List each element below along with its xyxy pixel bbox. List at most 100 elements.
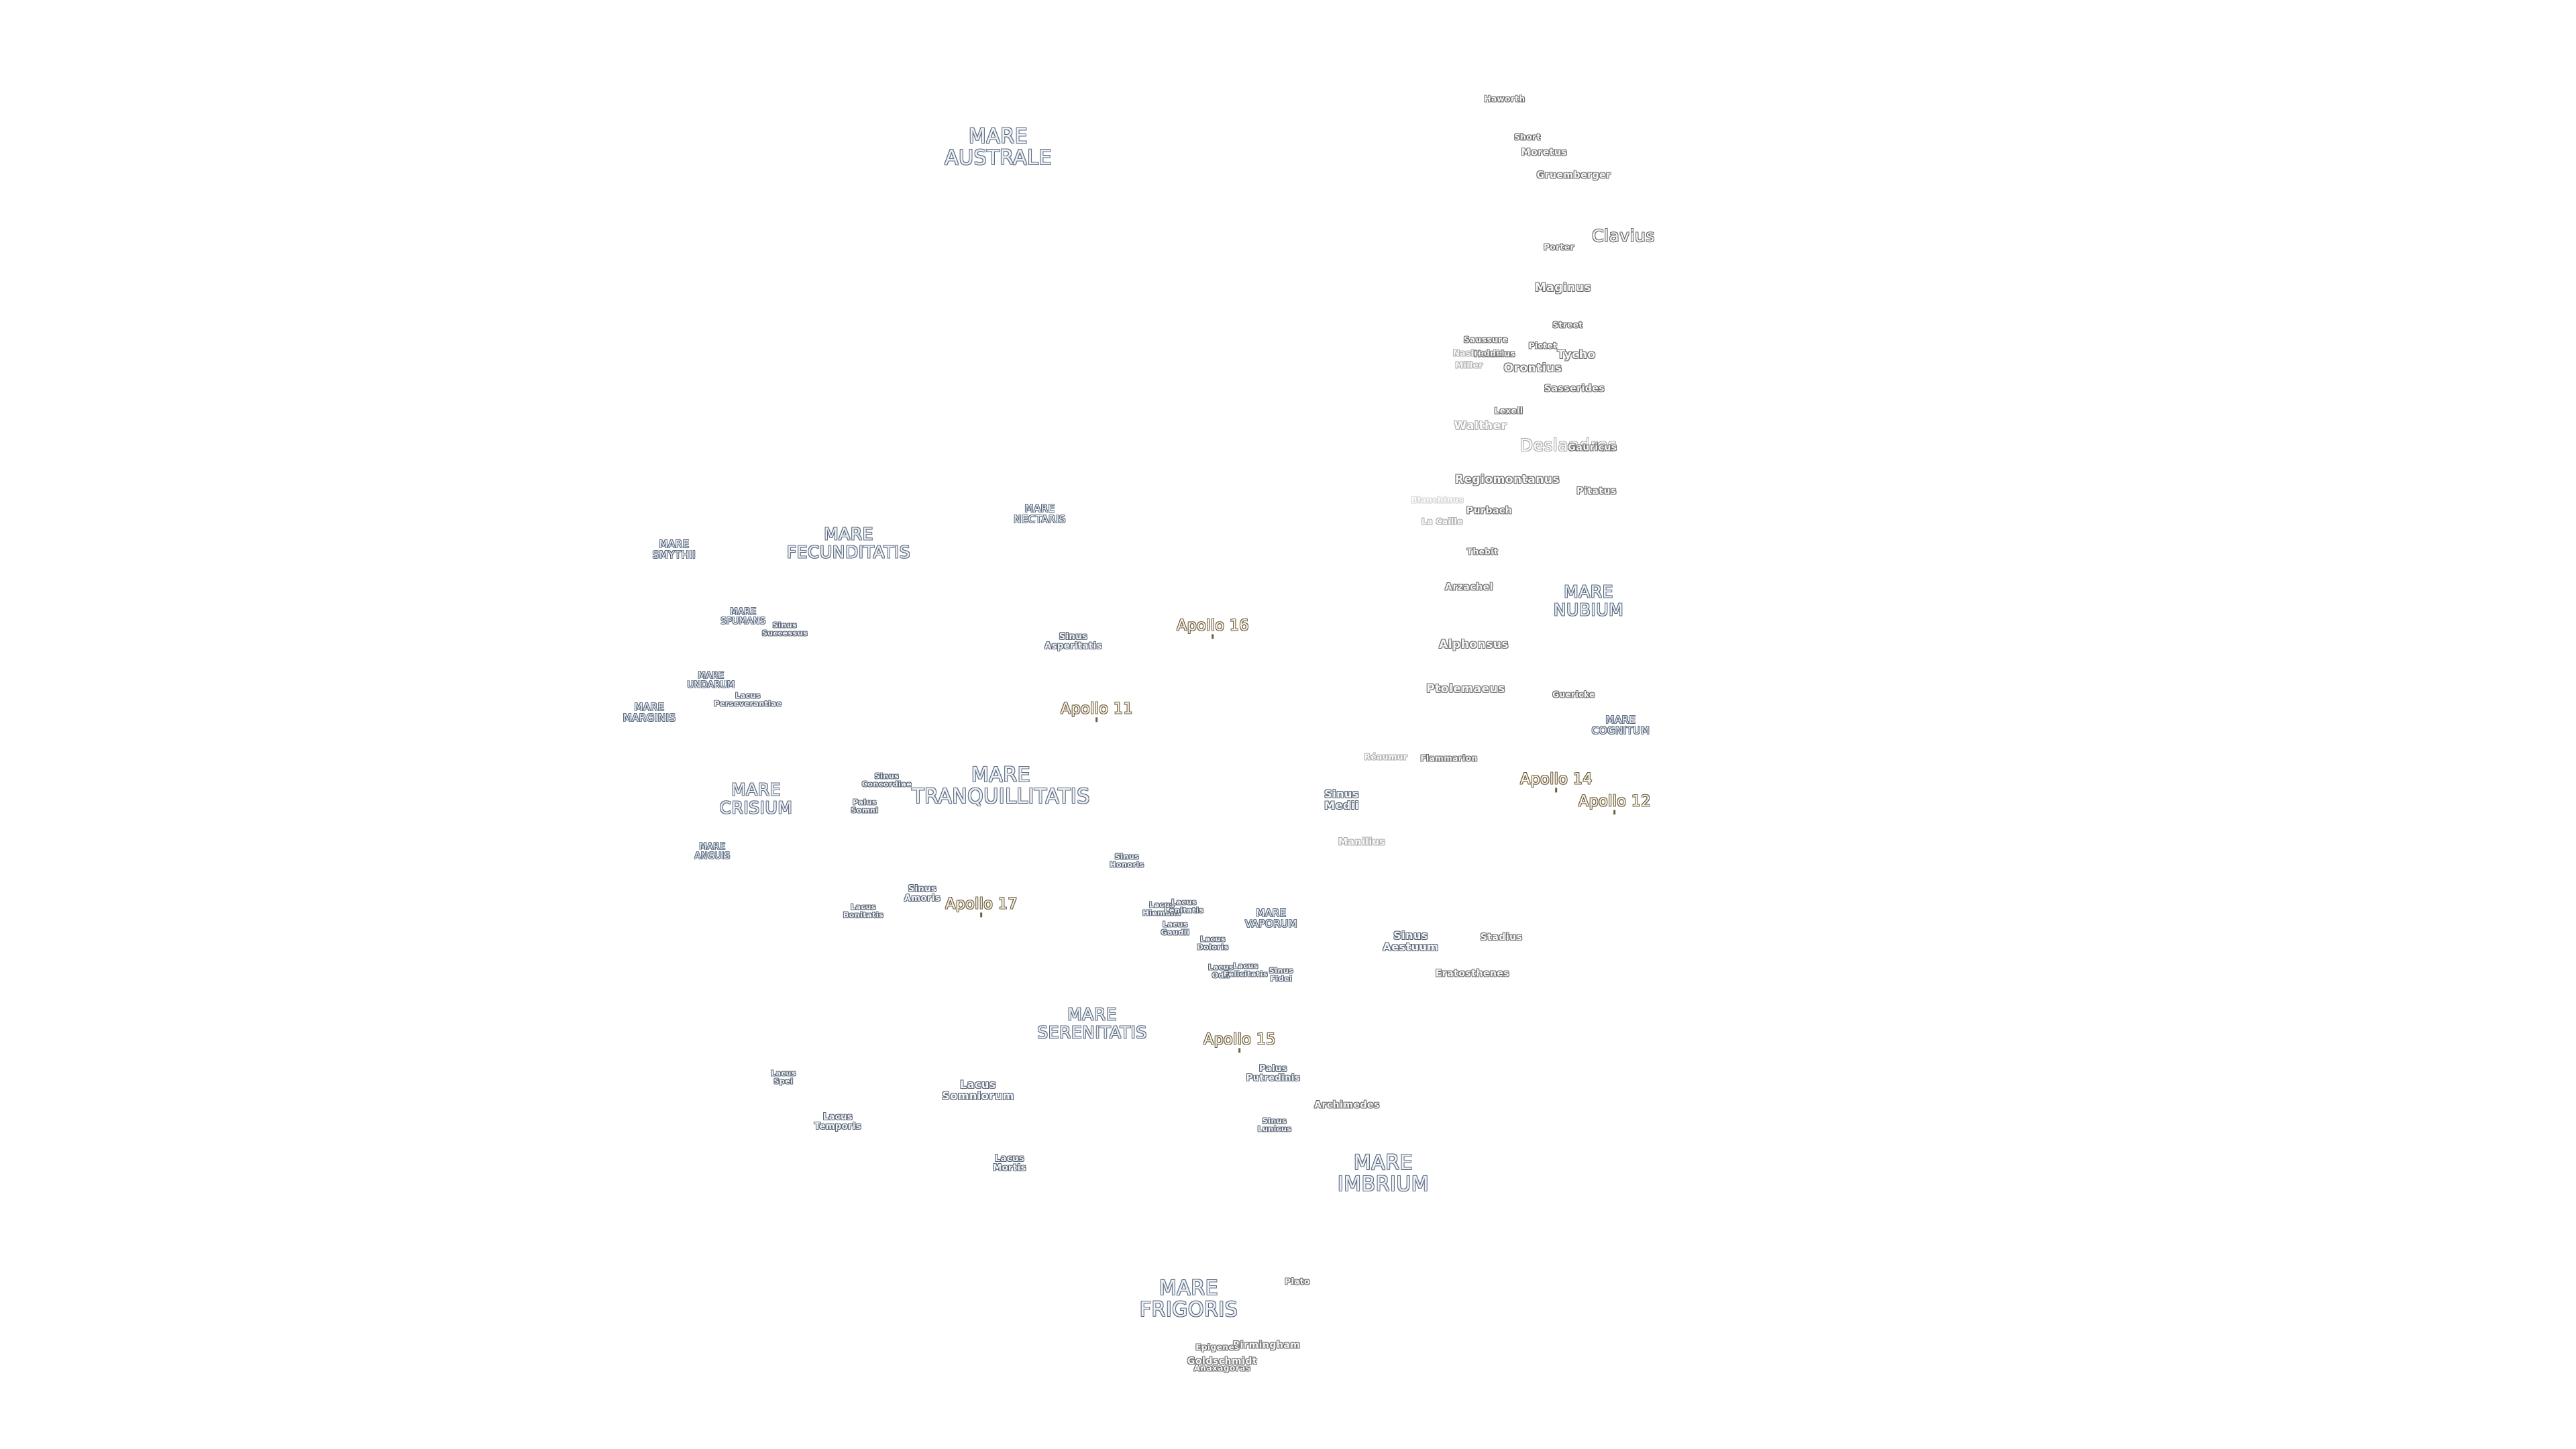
map-label-line: Somni xyxy=(851,806,879,814)
map-label-line: La Caille xyxy=(1421,517,1463,527)
map-label-line: UNDARUM xyxy=(687,680,735,690)
map-label-line: Mortis xyxy=(993,1163,1026,1173)
map-label-line: Perseverantiae xyxy=(714,699,782,708)
map-label-line: Goldschmidt xyxy=(1187,1356,1258,1367)
map-label-line: Birmingham xyxy=(1232,1340,1301,1351)
map-label-line: SERENITATIS xyxy=(1037,1022,1147,1042)
map-label-line: MARE xyxy=(824,524,873,544)
map-label-line: MARE xyxy=(1256,907,1287,920)
map-label-archimedes: Archimedes xyxy=(1314,1099,1380,1111)
map-label-walther: Walther xyxy=(1454,420,1507,432)
map-label-line: Lacus xyxy=(1149,900,1175,910)
map-label-line: FRIGORIS xyxy=(1139,1298,1238,1322)
map-label-line: Plato xyxy=(1285,1277,1310,1287)
map-label-sasserides: Sasserides xyxy=(1544,384,1605,394)
map-label-ptolemaeus: Ptolemaeus xyxy=(1426,683,1505,695)
map-label-line: CRISIUM xyxy=(719,798,793,817)
map-label-line: AUSTRALE xyxy=(945,146,1052,170)
map-label-line: Deslandres xyxy=(1519,435,1617,455)
map-label-line: MARE xyxy=(698,671,724,682)
map-label-line: Sasserides xyxy=(1544,383,1605,394)
map-label-line: MARE xyxy=(1024,502,1055,515)
map-label-line: Somniorum xyxy=(942,1089,1014,1102)
map-label-manilius: Manilius xyxy=(1338,837,1385,848)
map-label-line: Sinus xyxy=(772,621,798,630)
map-label-flammarion: Flammarion xyxy=(1420,753,1478,763)
map-label-stadius: Stadius xyxy=(1481,932,1523,943)
map-label-line: Sinus xyxy=(1269,966,1294,975)
map-label-r-aumur: Réaumur xyxy=(1364,753,1407,762)
map-label-line: SMYTHII xyxy=(652,549,696,561)
map-label-line: Pictet xyxy=(1528,341,1558,351)
map-label-line: Lacus xyxy=(1208,963,1234,972)
map-label-line: Archimedes xyxy=(1314,1099,1380,1111)
map-label-nasireddin: Nasireddin xyxy=(1453,349,1505,358)
map-label-line: Lexell xyxy=(1494,406,1523,416)
map-label-anaxagoras: Anaxagoras xyxy=(1194,1364,1251,1373)
map-label-line: Epigenes xyxy=(1195,1342,1240,1352)
map-label-line: Heinsius xyxy=(1474,349,1515,359)
map-label-blanchinus: Blanchinus xyxy=(1411,496,1464,505)
map-label-line: MARE xyxy=(1605,714,1636,727)
map-label-line: MARE xyxy=(634,701,665,714)
map-label-miller: Miller xyxy=(1455,361,1483,370)
map-label-deslandres: Deslandres xyxy=(1519,435,1617,455)
map-label-line: ANGUIS xyxy=(694,851,731,861)
map-label-line: Sinus xyxy=(1114,852,1140,861)
map-label-line: Sinus xyxy=(1324,788,1359,801)
map-label-line: MARE xyxy=(1159,1277,1219,1301)
map-label-guericke: Guericke xyxy=(1552,690,1595,700)
map-label-thebit: Thebit xyxy=(1466,547,1499,557)
map-label-line: Lacus xyxy=(994,1154,1025,1165)
map-label-maginus: Maginus xyxy=(1535,282,1591,294)
map-label-line: Odii xyxy=(1212,971,1230,979)
map-label-line: Sinus xyxy=(1393,929,1428,943)
map-label-line: MARE xyxy=(1564,582,1613,602)
map-label-pictet: Pictet xyxy=(1528,341,1558,351)
map-label-line: Moretus xyxy=(1521,147,1568,158)
map-label-apollo-12: Apollo 12 xyxy=(1578,794,1651,814)
map-label-line: Aestuum xyxy=(1383,941,1439,953)
map-label-line: Lacus xyxy=(1200,934,1226,944)
map-label-line: MARE xyxy=(731,780,781,800)
map-label-line: Doloris xyxy=(1197,943,1229,951)
map-label-orontius: Orontius xyxy=(1504,362,1562,374)
map-label-line: Lunicus xyxy=(1257,1124,1292,1133)
map-label-line: Bonitatis xyxy=(843,910,884,919)
map-label-line: Haworth xyxy=(1484,94,1525,104)
map-label-line: Clavius xyxy=(1592,225,1655,246)
map-label-line: COGNITUM xyxy=(1591,724,1650,737)
map-label-street: Street xyxy=(1552,321,1582,330)
map-label-goldschmidt: Goldschmidt xyxy=(1187,1356,1258,1367)
map-label-line: Orontius xyxy=(1503,361,1562,375)
map-label-line: Flammarion xyxy=(1420,753,1478,763)
map-label-apollo-11: Apollo 11 xyxy=(1061,701,1133,722)
map-label-line: MARGINIS xyxy=(623,712,676,724)
map-label-line: Regiomontanus xyxy=(1454,472,1560,486)
map-label-line: Thebit xyxy=(1466,547,1499,557)
map-label-line: Putredinis xyxy=(1246,1073,1301,1083)
map-label-line: MARE xyxy=(699,842,726,853)
map-label-line: Amoris xyxy=(904,894,941,904)
map-label-line: Lacus xyxy=(960,1078,996,1091)
map-label-arzachel: Arzachel xyxy=(1445,582,1493,593)
map-label-line: Porter xyxy=(1544,242,1574,252)
map-label-line: Lenitatis xyxy=(1164,906,1204,914)
